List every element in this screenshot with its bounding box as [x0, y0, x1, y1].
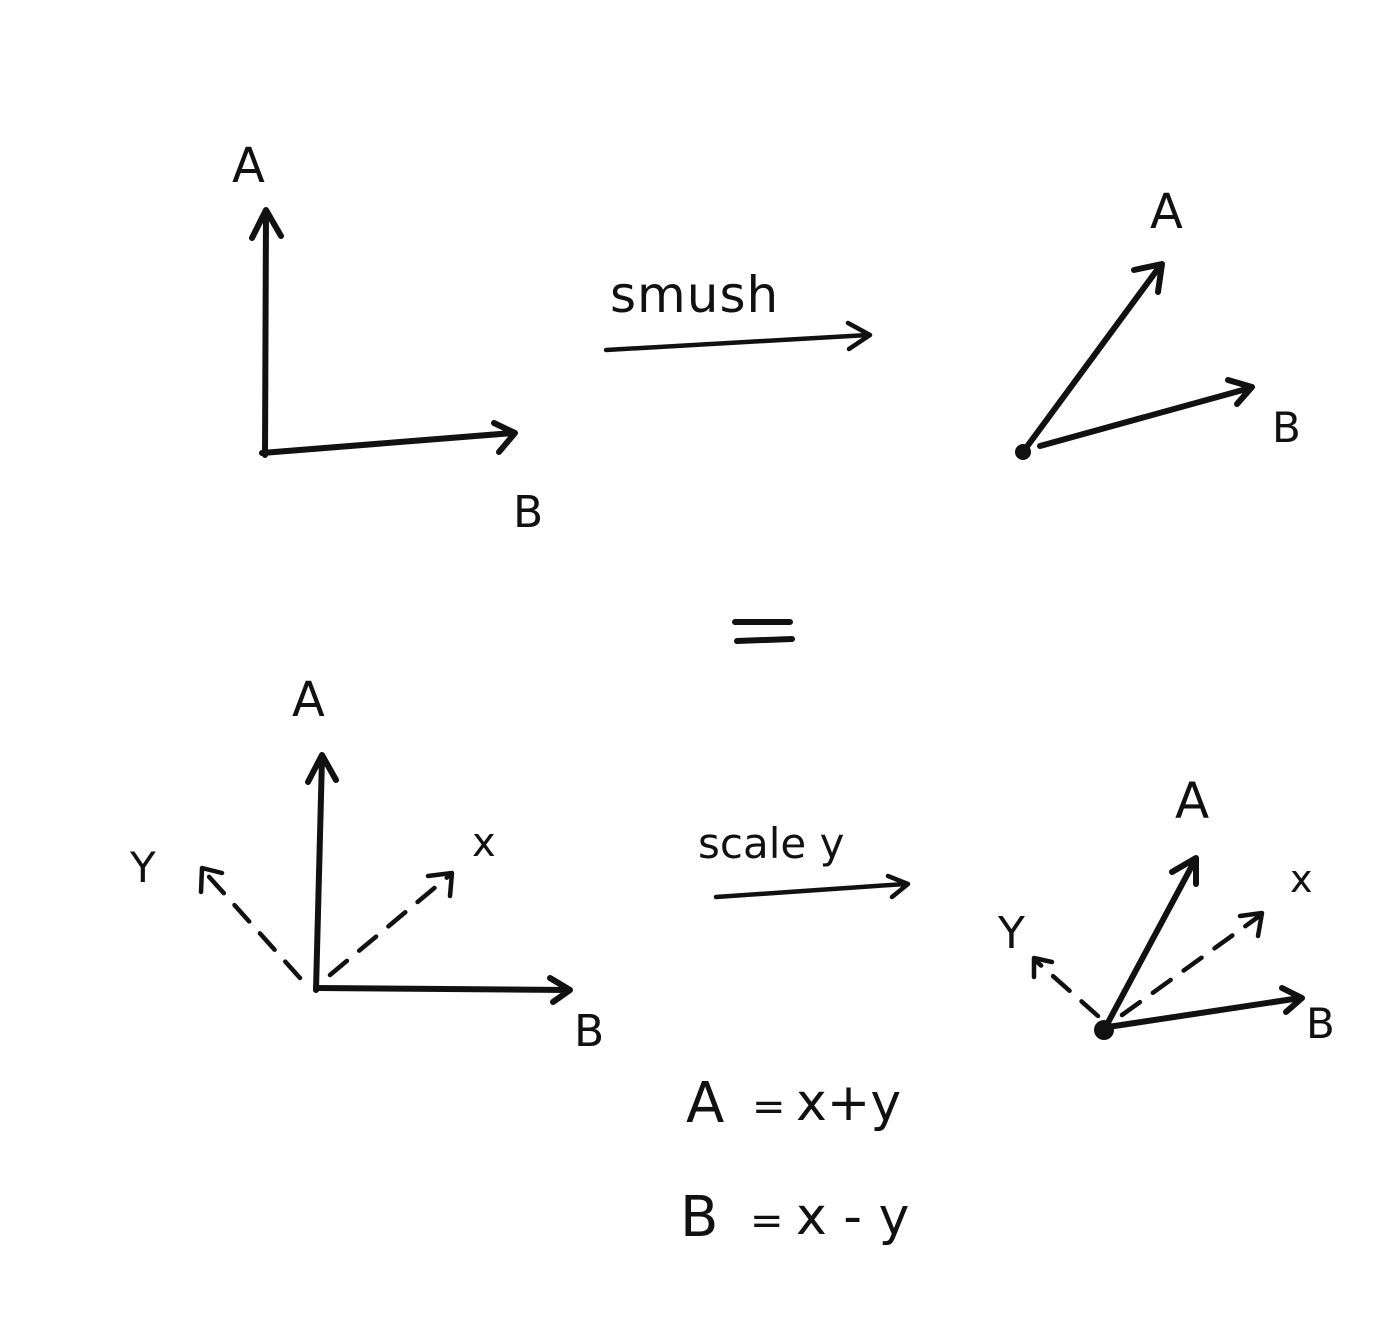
equation-a-lhs: A: [686, 1071, 724, 1136]
equation-b-equals: =: [750, 1198, 784, 1244]
top-right-axes: A B: [1015, 184, 1301, 460]
axis-b-arrow: [259, 420, 518, 456]
axis-b-label: B: [513, 487, 543, 538]
scaled-x-arrowhead: [1237, 910, 1265, 939]
axis-x-dashed-arrow: [327, 872, 453, 978]
top-left-axes: A B: [232, 138, 543, 538]
scale-y-arrow: [713, 873, 911, 900]
equation-a-rhs: x+y: [796, 1073, 901, 1133]
axis-a-arrow: [305, 752, 339, 993]
scale-y-transform: scale y: [698, 819, 911, 900]
smushed-b-arrow: [1037, 377, 1255, 449]
scaled-y-label: Y: [997, 908, 1025, 959]
smushed-a-arrow: [1020, 261, 1165, 455]
axis-x-label: x: [472, 820, 496, 866]
scaled-x-label: x: [1290, 857, 1313, 901]
axis-y-dashed-arrow: [200, 867, 303, 981]
scaled-y-arrowhead: [1031, 955, 1055, 980]
scaled-b-arrow: [1105, 985, 1305, 1030]
smush-arrow: [603, 320, 873, 353]
smush-transform: smush: [603, 266, 873, 353]
smush-label: smush: [610, 266, 779, 324]
equations: A = x+y B = x - y: [680, 1071, 909, 1250]
axis-y-arrowhead: [198, 865, 225, 895]
equation-a-equals: =: [752, 1084, 786, 1130]
axis-a-label: A: [292, 672, 325, 728]
equation-b-lhs: B: [680, 1185, 718, 1250]
axis-a-label: A: [232, 138, 265, 194]
axis-a-arrow: [249, 207, 284, 458]
smushed-a-label: A: [1150, 184, 1183, 240]
scaled-a-arrow: [1101, 855, 1199, 1033]
scaled-a-label: A: [1175, 772, 1209, 830]
equation-b-rhs: x - y: [796, 1187, 909, 1247]
axis-b-label: B: [574, 1006, 604, 1057]
scale-y-label: scale y: [698, 819, 844, 868]
axis-b-arrow: [313, 975, 573, 1005]
bottom-left-axes: A B x Y: [129, 672, 604, 1057]
smushed-b-label: B: [1272, 403, 1301, 452]
scaled-b-label: B: [1306, 999, 1335, 1048]
equals-sign: [732, 619, 795, 644]
axis-y-label: Y: [129, 843, 156, 892]
scaled-x-dashed-arrow: [1119, 914, 1261, 1018]
axis-x-arrowhead: [425, 870, 455, 899]
scaled-y-dashed-arrow: [1033, 958, 1101, 1019]
bottom-right-axes: A B x Y: [997, 772, 1335, 1048]
